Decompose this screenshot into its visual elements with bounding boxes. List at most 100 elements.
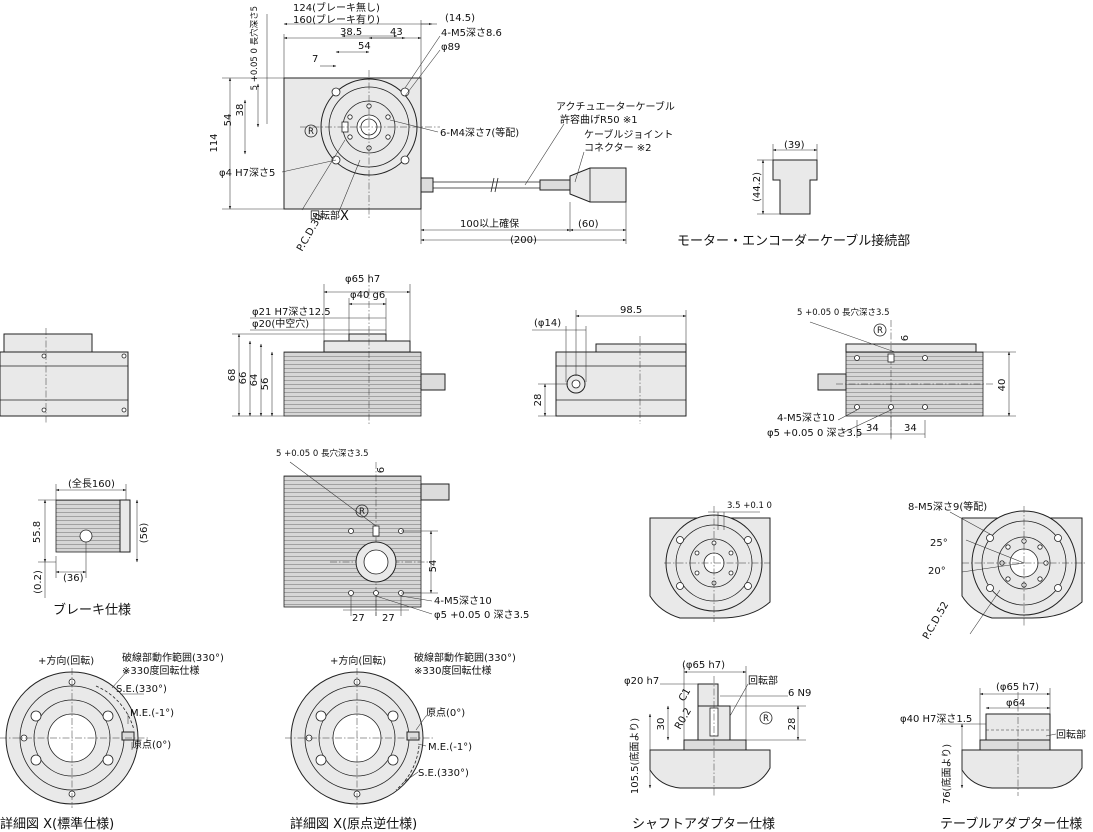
dim-7: 7 bbox=[312, 54, 318, 65]
front-view: φ65 h7 φ40 g6 φ21 H7深さ12.5 φ20(中空穴) 68 6… bbox=[227, 274, 446, 426]
table-phi64: φ64 bbox=[1006, 698, 1025, 709]
note-cable-bend-2: 許容曲げR50 ※1 bbox=[560, 113, 638, 126]
table-adapter-view: (φ65 h7) φ64 φ40 H7深さ1.5 回転部 76(底面より) テー… bbox=[900, 682, 1086, 832]
rev-plus-direction: +方向(回転) bbox=[330, 654, 386, 667]
dim-6: 6 bbox=[900, 335, 911, 341]
dim-phi5-plan: φ5 +0.05 0 深さ3.5 bbox=[434, 609, 529, 621]
dim-55-8: 55.8 bbox=[32, 521, 43, 543]
dim-20deg: 20° bbox=[928, 566, 946, 577]
shaft-105-5: 105.5(底面より) bbox=[628, 718, 641, 794]
note-cable-bend-1: アクチュエーターケーブル bbox=[556, 100, 675, 113]
dim-200: (200) bbox=[510, 235, 537, 246]
dim-54: 54 bbox=[358, 41, 371, 52]
std-origin: 原点(0°) bbox=[132, 739, 171, 751]
table-rotating: 回転部 bbox=[1056, 728, 1086, 741]
shaft-30: 30 bbox=[656, 718, 667, 731]
dim-66: 66 bbox=[238, 372, 249, 385]
dim-100: 100以上確保 bbox=[460, 217, 519, 230]
dim-54-plan: 54 bbox=[428, 560, 439, 573]
dim-phi40-g6: φ40 g6 bbox=[350, 290, 385, 301]
std-plus-direction: +方向(回転) bbox=[38, 654, 94, 667]
note-m5-plan: 4-M5深さ10 bbox=[434, 595, 492, 607]
dim-34a: 34 bbox=[866, 423, 879, 434]
shaft-rotating: 回転部 bbox=[748, 674, 778, 687]
dim-34b: 34 bbox=[904, 423, 917, 434]
rev-range-2: ※330度回転仕様 bbox=[414, 664, 491, 677]
table-76: 76(底面より) bbox=[940, 744, 953, 804]
note-m5-depth: 4-M5深さ8.6 bbox=[441, 27, 502, 39]
dim-40: 40 bbox=[997, 379, 1008, 392]
std-range-1: 破線部動作範囲(330°) bbox=[122, 651, 224, 664]
slot-top-view: 3.5 +0.1 0 bbox=[649, 501, 772, 622]
note-joint-1: ケーブルジョイント bbox=[584, 128, 673, 141]
note-m5-depth10: 4-M5深さ10 bbox=[777, 412, 835, 424]
std-se: S.E.(330°) bbox=[116, 684, 167, 695]
top-view: 124(ブレーキ無し) 160(ブレーキ有り) 38.5 43 54 7 (14… bbox=[209, 1, 675, 254]
dim-36: (36) bbox=[63, 573, 84, 584]
caption-table: テーブルアダプター仕様 bbox=[940, 816, 1082, 832]
note-8-m5: 8-M5深さ9(等配) bbox=[908, 500, 987, 513]
dim-phi5-depth: φ5 +0.05 0 深さ3.5 bbox=[767, 427, 862, 439]
rev-origin: 原点(0°) bbox=[426, 707, 465, 719]
rev-se: S.E.(330°) bbox=[418, 768, 469, 779]
std-me: M.E.(-1°) bbox=[130, 708, 174, 719]
dim-6-plan: 6 bbox=[376, 467, 387, 473]
dim-43: 43 bbox=[390, 27, 403, 38]
dim-27a: 27 bbox=[352, 613, 365, 624]
bottom-view: 5 +0.05 0 長穴深さ3.5 6 R 4-M5深さ10 φ5 +0.05 … bbox=[767, 307, 1016, 440]
dim-phi20: φ20(中空穴) bbox=[252, 317, 309, 330]
dim-14-5: (14.5) bbox=[445, 13, 475, 24]
dim-25deg: 25° bbox=[930, 538, 948, 549]
mark-r: R bbox=[308, 127, 314, 137]
rev-range-1: 破線部動作範囲(330°) bbox=[414, 651, 516, 664]
dim-98-5: 98.5 bbox=[620, 305, 642, 316]
dim-60: (60) bbox=[578, 219, 599, 230]
label-rotating-part: 回転部 bbox=[310, 209, 340, 222]
dim-56: 56 bbox=[260, 378, 271, 391]
table-phi65: (φ65 h7) bbox=[996, 682, 1039, 693]
dim-38: 38 bbox=[235, 104, 246, 117]
dim-68: 68 bbox=[227, 369, 238, 382]
connector-view: (39) (44.2) モーター・エンコーダーケーブル接続部 bbox=[677, 140, 910, 249]
mark-r-bottom: R bbox=[877, 326, 883, 336]
note-joint-2: コネクター ※2 bbox=[584, 142, 652, 154]
note-m4-depth: 6-M4深さ7(等配) bbox=[440, 126, 519, 139]
table-phi40: φ40 H7深さ1.5 bbox=[900, 713, 972, 725]
mark-r-plan: R bbox=[359, 507, 365, 517]
dim-0-2: (0.2) bbox=[33, 570, 44, 594]
side-view: (φ14) 98.5 28 bbox=[532, 305, 687, 424]
caption-connector: モーター・エンコーダーケーブル接続部 bbox=[677, 233, 910, 249]
dim-slot-bottom: 5 +0.05 0 長穴深さ3.5 bbox=[797, 307, 890, 318]
shaft-phi20: φ20 h7 bbox=[624, 676, 659, 687]
dim-pcd52: P.C.D.52 bbox=[921, 600, 951, 641]
shaft-c1: C1 bbox=[677, 686, 693, 703]
dim-phi89: φ89 bbox=[441, 42, 460, 53]
dim-56-brake: (56) bbox=[139, 523, 150, 544]
dim-44-2: (44.2) bbox=[752, 172, 763, 202]
caption-shaft: シャフトアダプター仕様 bbox=[632, 817, 775, 832]
dim-phi21: φ21 H7深さ12.5 bbox=[252, 306, 331, 318]
dim-phi14: (φ14) bbox=[534, 318, 561, 329]
dim-64: 64 bbox=[249, 374, 260, 387]
shaft-adapter-view: φ20 h7 (φ65 h7) 回転部 6 N9 C1 R0.2 30 28 1… bbox=[624, 660, 811, 832]
dim-length-no-brake: 124(ブレーキ無し) bbox=[293, 1, 380, 14]
left-end-view bbox=[0, 328, 129, 424]
dim-38-5: 38.5 bbox=[340, 27, 362, 38]
dim-phi65-h7: φ65 h7 bbox=[345, 274, 380, 285]
shaft-mark-r: R bbox=[763, 714, 769, 724]
detail-x-reverse: +方向(回転) 破線部動作範囲(330°) ※330度回転仕様 原点(0°) M… bbox=[285, 651, 516, 832]
dim-27b: 27 bbox=[382, 613, 395, 624]
dim-slot-5: 5 +0.05 0 長穴深さ5 bbox=[249, 6, 260, 90]
dim-114: 114 bbox=[209, 133, 220, 152]
dim-28: 28 bbox=[533, 394, 544, 407]
caption-detail-rev: 詳細図 X(原点逆仕様) bbox=[290, 816, 417, 832]
label-x: X bbox=[340, 209, 349, 224]
detail-x-standard: +方向(回転) 破線部動作範囲(330°) ※330度回転仕様 S.E.(330… bbox=[0, 651, 224, 832]
table-top-view: 8-M5深さ9(等配) 25° 20° P.C.D.52 bbox=[908, 500, 1086, 642]
shaft-6n9: 6 N9 bbox=[788, 688, 811, 699]
brake-view: (全長160) 55.8 (56) (36) (0.2) ブレーキ仕様 bbox=[32, 477, 150, 618]
shaft-phi65: (φ65 h7) bbox=[682, 660, 725, 671]
shaft-r02: R0.2 bbox=[673, 706, 694, 731]
dim-total-160: (全長160) bbox=[68, 477, 115, 490]
